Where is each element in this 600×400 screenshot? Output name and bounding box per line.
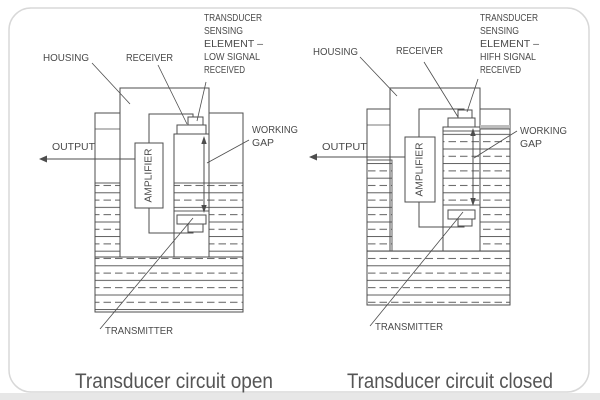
housing-label: HOUSING	[313, 46, 358, 58]
liquid-left-column	[94, 182, 121, 258]
working-gap-leader-line	[206, 139, 250, 164]
sensing-label-line2: SENSING	[204, 25, 243, 37]
transmitter-label: TRANSMITTER	[105, 325, 173, 337]
liquid-right-column	[208, 182, 244, 258]
sensing-label-line4: LOW SIGNAL	[204, 51, 260, 63]
amplifier-box	[404, 136, 436, 203]
output-label: OUTPUT	[52, 141, 96, 153]
working-gap-label-line2: GAP	[252, 137, 274, 149]
liquid-right-column	[479, 128, 511, 252]
housing-leader-line	[91, 62, 131, 105]
arrow-up-icon	[201, 136, 207, 144]
amplifier-box	[134, 142, 164, 209]
output-arrow-icon	[309, 153, 317, 161]
liquid-surface-band	[480, 125, 510, 129]
output-label: OUTPUT	[322, 141, 368, 153]
sensing-label-line3: ELEMENT –	[204, 38, 263, 50]
diagram-circuit-closed: AMPLIFIER HOUSING RECEIVER TRANSDUCER SE…	[309, 12, 567, 393]
receiver-wire	[148, 113, 194, 143]
transmitter-element	[447, 209, 476, 220]
receiver-element	[176, 124, 207, 135]
transmitter-label: TRANSMITTER	[375, 321, 443, 333]
receiver-leader-line	[157, 64, 188, 125]
sensing-label-line2: SENSING	[480, 25, 519, 37]
sensing-label-line1: TRANSDUCER	[204, 12, 262, 24]
housing-leader-line	[359, 56, 398, 97]
receiver-leader-line	[423, 61, 459, 118]
working-gap-label-line1: WORKING	[520, 125, 567, 137]
receiver-label: RECEIVER	[126, 52, 173, 64]
transmitter-mount	[187, 223, 204, 233]
liquid-bottom-block	[366, 250, 511, 306]
receiver-mount	[457, 109, 473, 119]
transmitter-leader-line	[369, 211, 464, 327]
amplifier-label: AMPLIFIER	[144, 149, 155, 203]
output-arrow-icon	[39, 155, 47, 163]
amplifier-label: AMPLIFIER	[415, 143, 426, 197]
working-gap-leader-line	[473, 130, 518, 159]
working-gap-label-line1: WORKING	[252, 124, 298, 136]
receiver-mount	[187, 116, 204, 126]
transmitter-mount	[457, 218, 473, 227]
arrow-down-icon	[201, 205, 207, 213]
liquid-bottom-block	[94, 256, 244, 313]
receiver-element	[447, 117, 476, 128]
caption-circuit-open: Transducer circuit open	[75, 370, 273, 393]
sensing-label-line3: ELEMENT –	[480, 38, 539, 50]
housing-label: HOUSING	[43, 52, 89, 64]
sensing-leader-line	[466, 78, 479, 113]
arrow-up-icon	[470, 128, 476, 136]
sensing-leader-line	[196, 81, 207, 122]
liquid-in-gap	[442, 130, 481, 206]
window-bottom-edge	[0, 393, 600, 400]
sensing-label-line5: RECEIVED	[204, 64, 245, 76]
working-gap-label-line2: GAP	[520, 138, 542, 150]
receiver-label: RECEIVER	[396, 45, 443, 57]
liquid-left-column	[366, 159, 393, 252]
sensing-label-line4: HIFH SIGNAL	[480, 51, 536, 63]
arrow-down-icon	[470, 198, 476, 206]
sensing-label-line1: TRANSDUCER	[480, 12, 538, 24]
caption-circuit-closed: Transducer circuit closed	[347, 370, 553, 393]
diagram-circuit-open: AMPLIFIER HOUSING RECEIVER TRANSDUCER SE…	[39, 12, 298, 393]
sensing-label-line5: RECEIVED	[480, 64, 521, 76]
transmitter-leader-line	[99, 217, 194, 330]
